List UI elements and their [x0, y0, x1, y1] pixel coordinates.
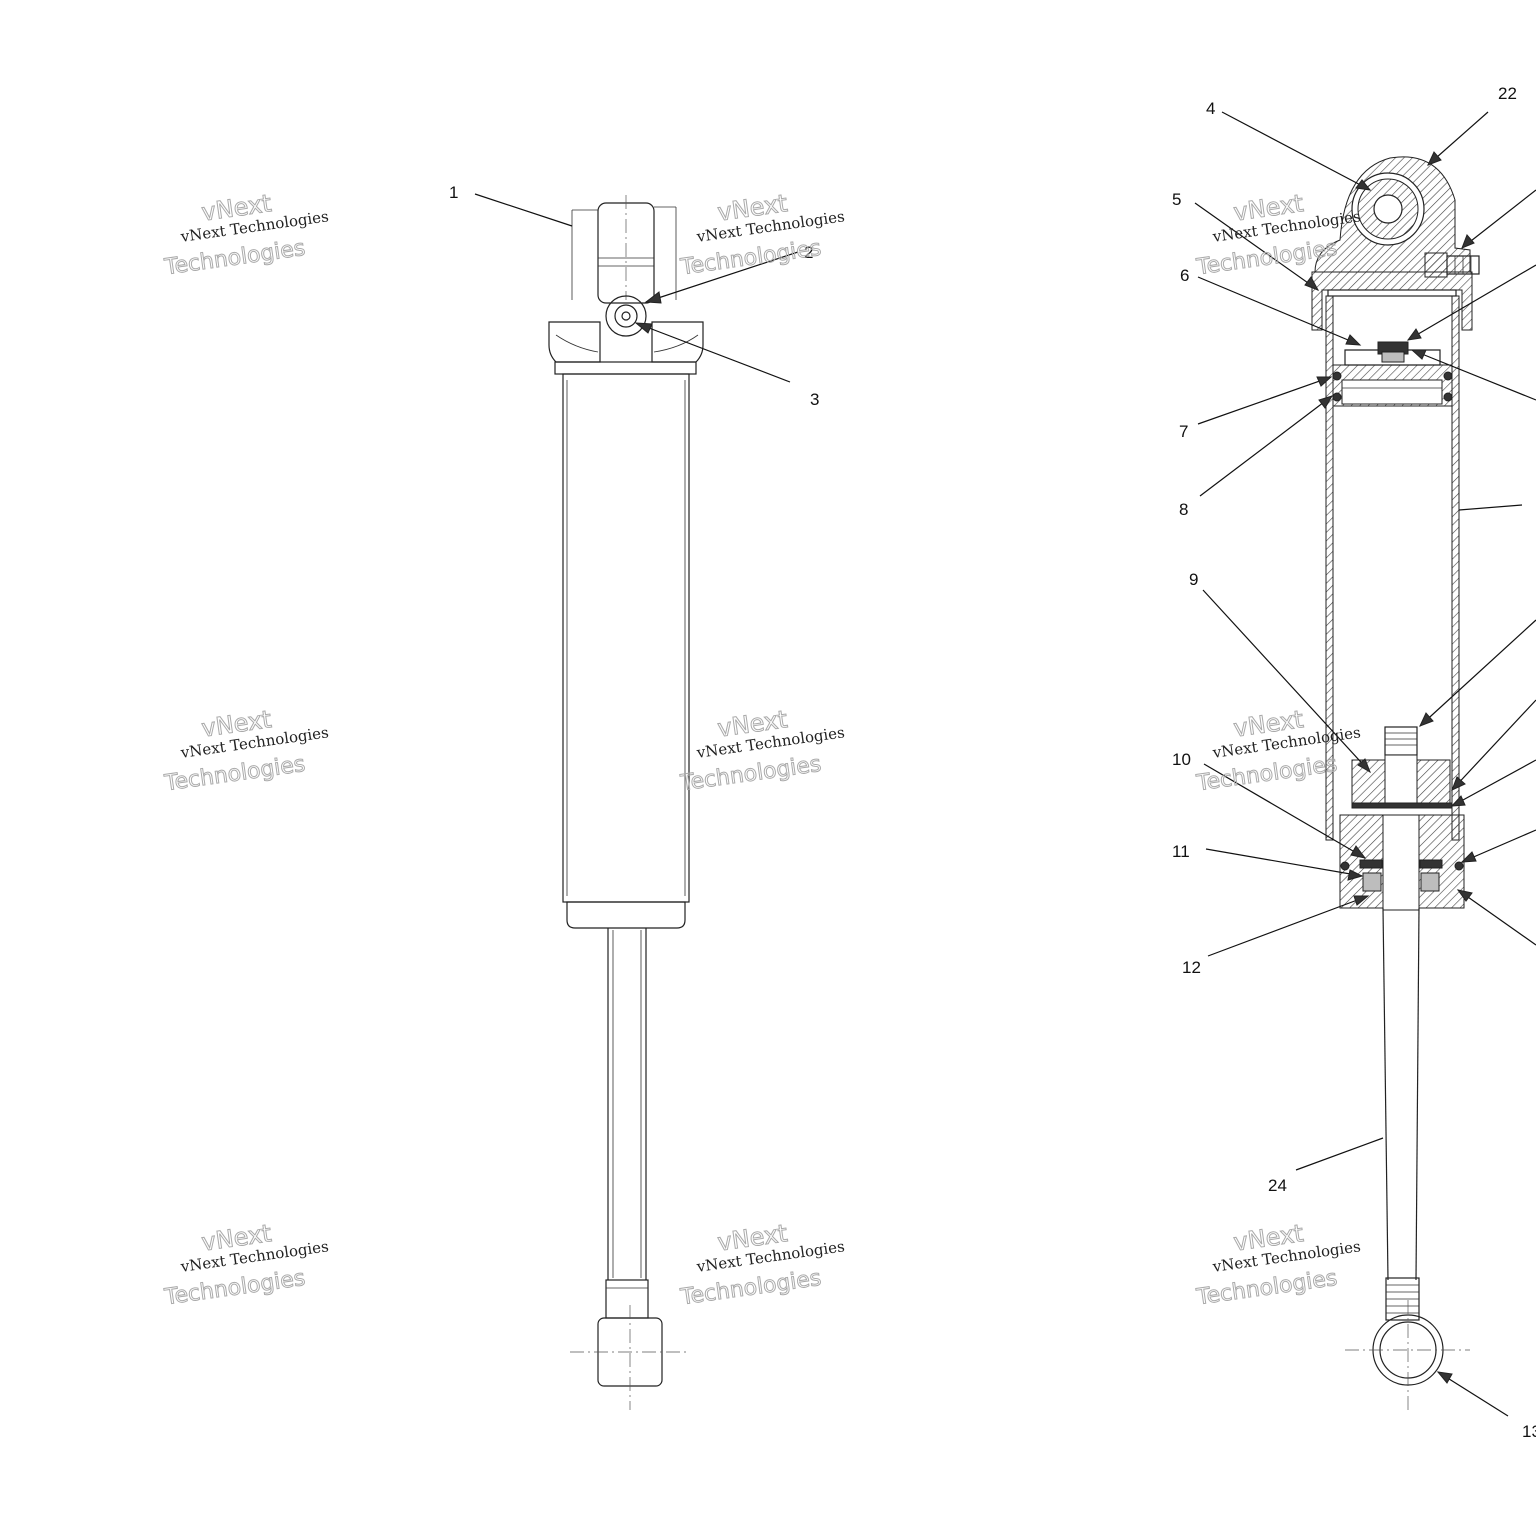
callout-4: 4: [1206, 99, 1215, 118]
callout-9: 9: [1189, 570, 1198, 589]
callout-2: 2: [804, 243, 813, 262]
callout-11: 11: [1172, 842, 1190, 861]
callout-3: 3: [810, 390, 819, 409]
watermark-9: vNext vNext Technologies Technologies: [1194, 1219, 1362, 1311]
callout-22: 22: [1498, 84, 1517, 103]
left-shock-exterior: [548, 195, 704, 1410]
left-callouts: 1 2 3: [449, 183, 819, 409]
callout-12: 12: [1182, 958, 1201, 977]
watermark-6: vNext vNext Technologies Technologies: [1194, 705, 1362, 797]
callout-6: 6: [1180, 266, 1189, 285]
right-callouts: 4 22 5 6 7 8 9 10 11 12 24 13: [1172, 84, 1536, 1441]
watermark-8: vNext vNext Technologies Technologies: [678, 1219, 846, 1311]
callout-10: 10: [1172, 750, 1191, 769]
watermark-1: vNext vNext Technologies Technologies: [162, 189, 330, 281]
callout-5: 5: [1172, 190, 1181, 209]
callout-13: 13: [1522, 1422, 1536, 1441]
callout-1: 1: [449, 183, 458, 202]
callout-24: 24: [1268, 1176, 1287, 1195]
watermark-4: vNext vNext Technologies Technologies: [162, 705, 330, 797]
watermark-5: vNext vNext Technologies Technologies: [678, 705, 846, 797]
callout-7: 7: [1179, 422, 1188, 441]
watermark-7: vNext vNext Technologies Technologies: [162, 1219, 330, 1311]
right-shock-section: [1311, 156, 1480, 1410]
watermark-2: vNext vNext Technologies Technologies: [678, 189, 846, 281]
watermarks: vNext vNext Technologies Technologies vN…: [162, 189, 1362, 1311]
callout-8: 8: [1179, 500, 1188, 519]
